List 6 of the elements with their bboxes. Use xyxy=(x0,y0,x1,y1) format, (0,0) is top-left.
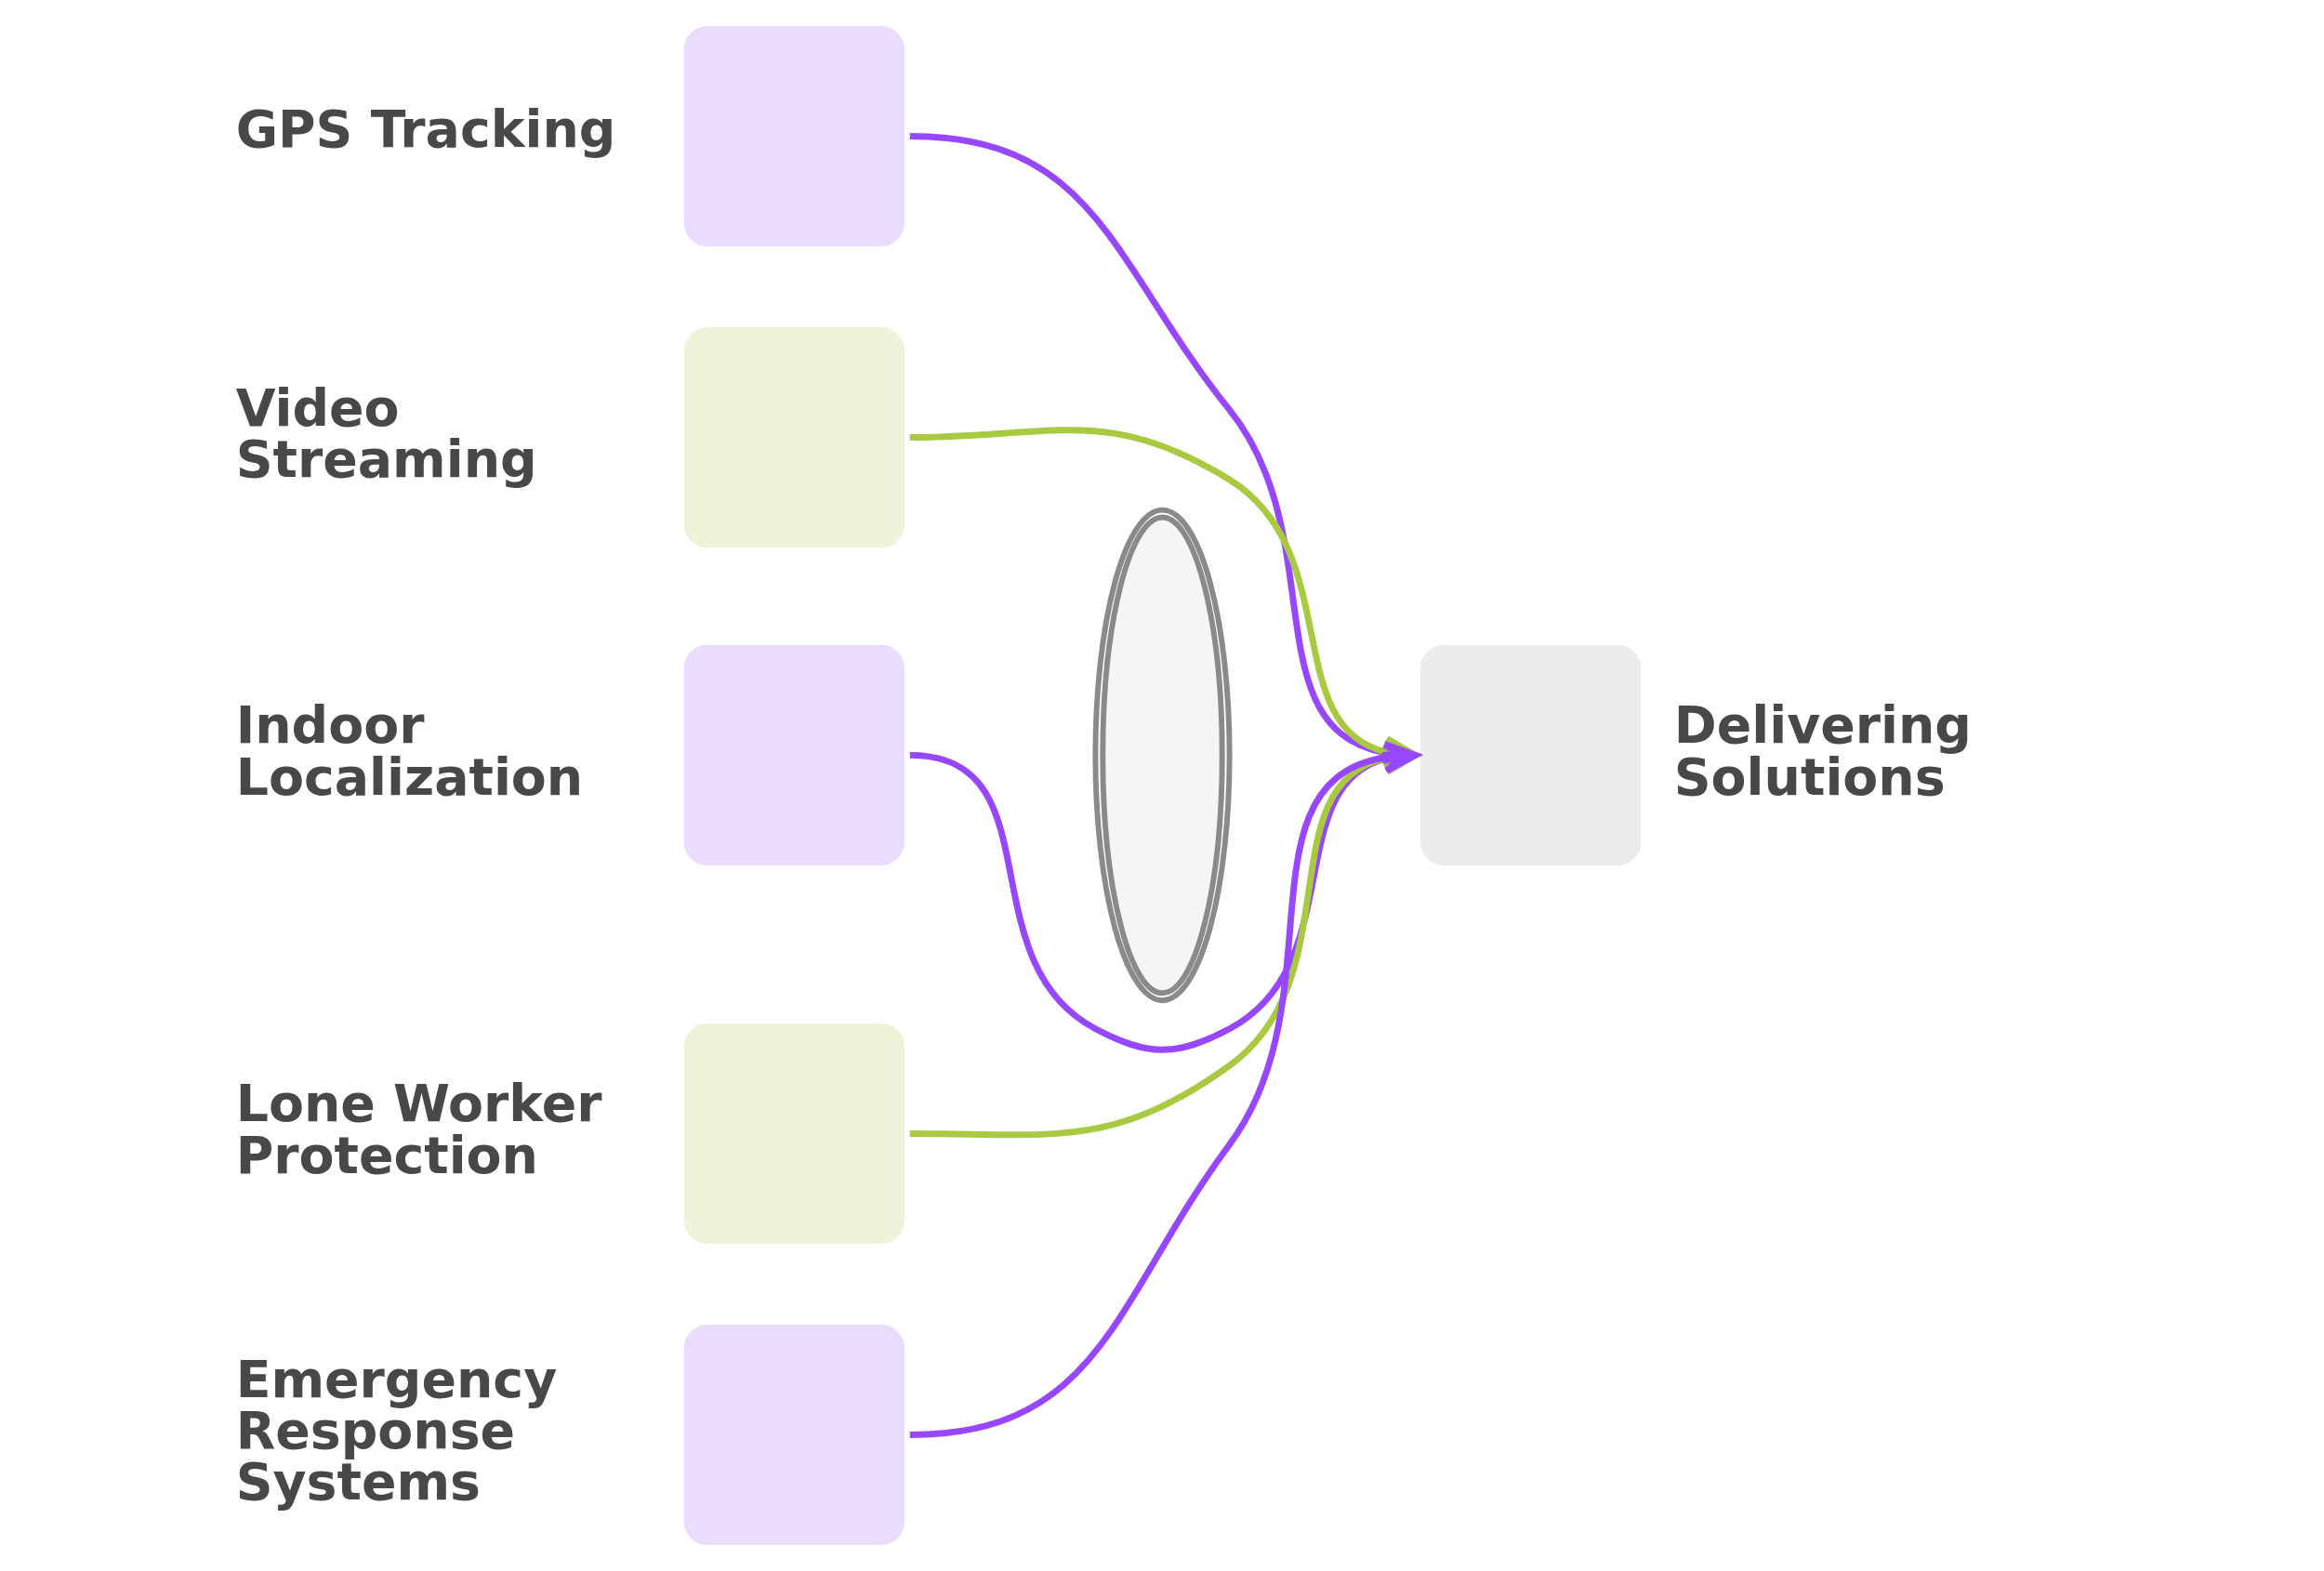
node-label: Emergency Response Systems xyxy=(235,1349,557,1512)
node-label: Lone Worker Protection xyxy=(235,1074,601,1185)
node-label: Delivering Solutions xyxy=(1673,695,1972,807)
node-label: GPS Tracking xyxy=(235,99,615,160)
node-label: Indoor Localization xyxy=(235,695,583,807)
node-label: Video Streaming xyxy=(235,377,537,489)
